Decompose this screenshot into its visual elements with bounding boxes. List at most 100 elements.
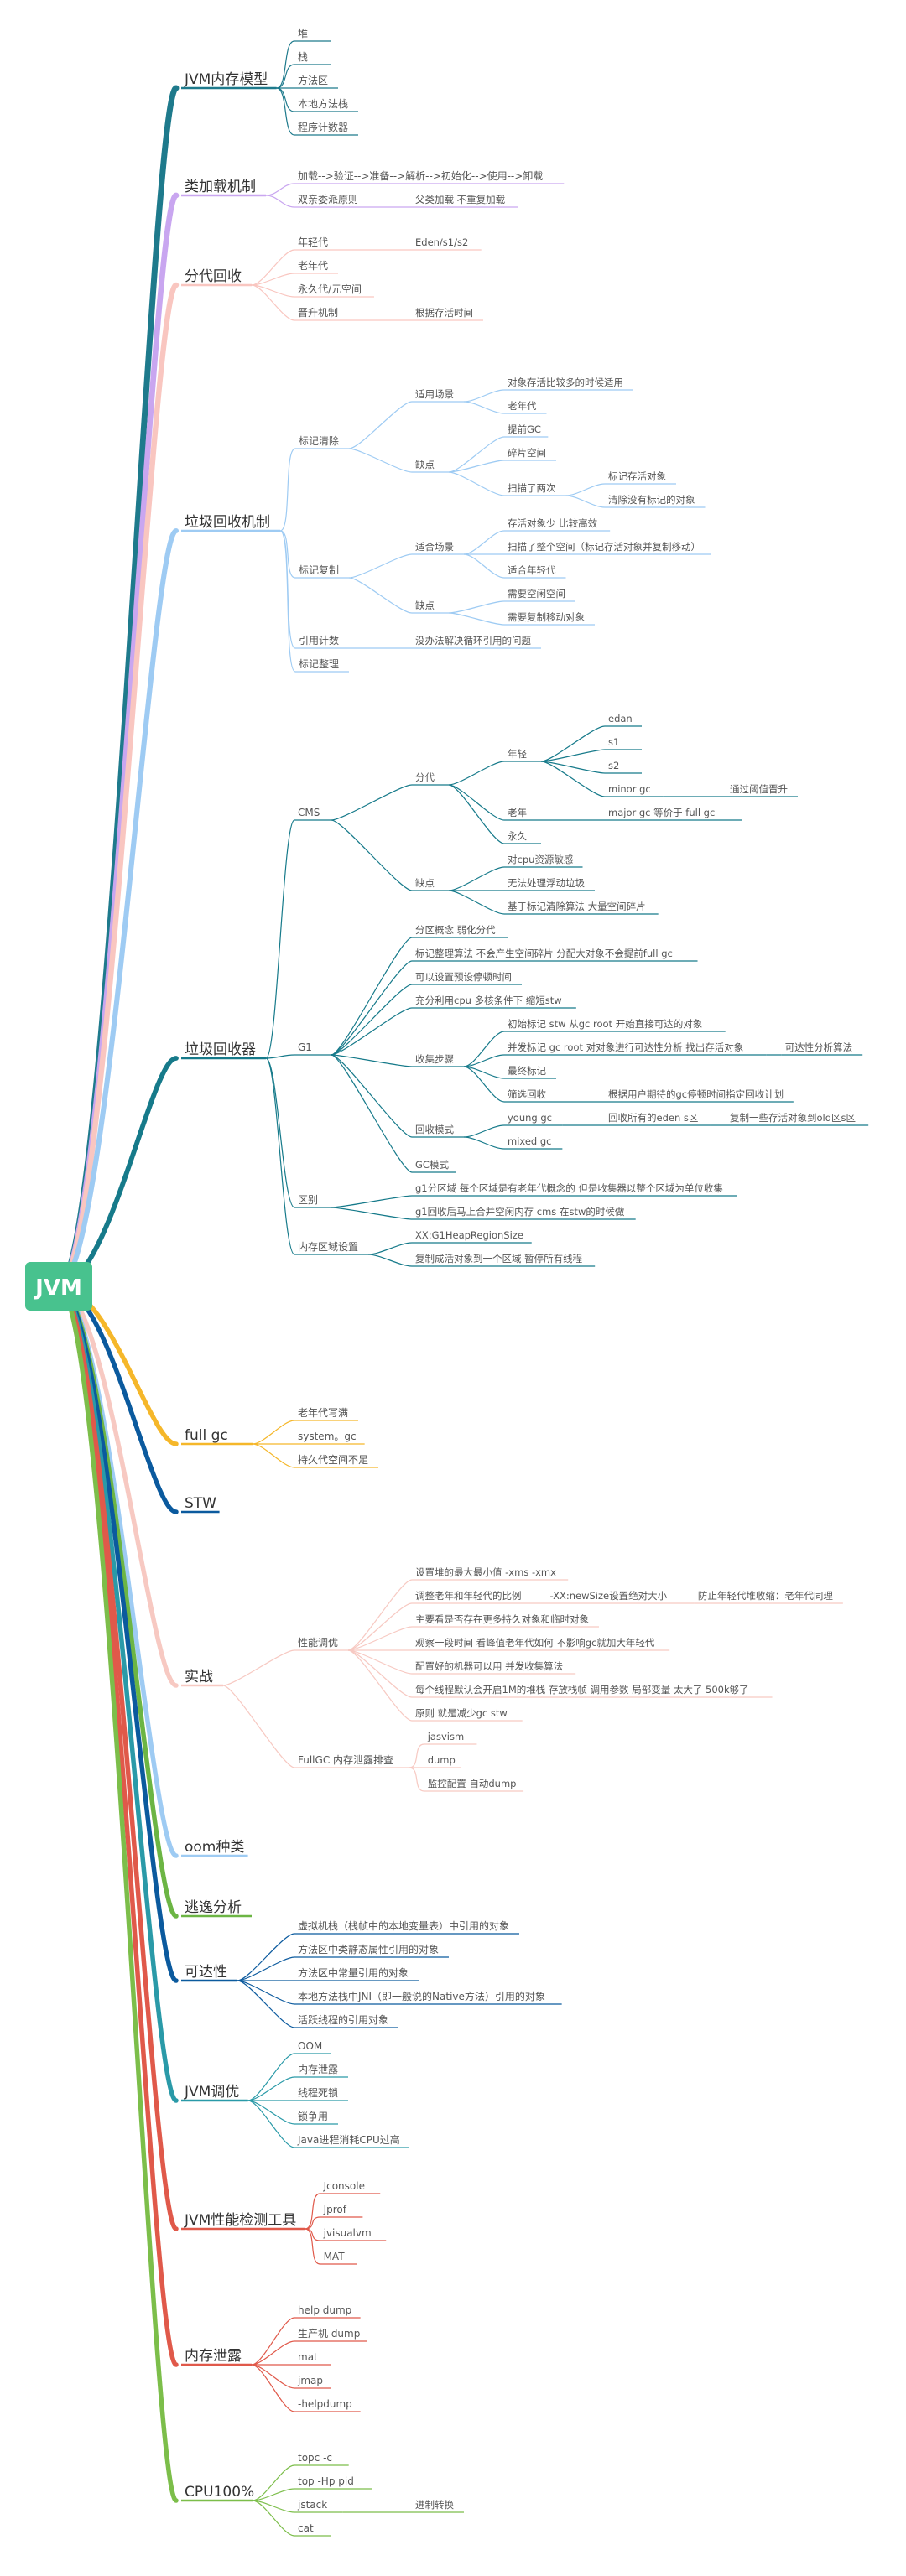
branch-label[interactable]: JVM内存模型 [184, 71, 268, 88]
node-label[interactable]: mixed gc [508, 1135, 552, 1147]
node-label[interactable]: major gc 等价于 full gc [608, 807, 715, 818]
branch-label[interactable]: CPU100% [185, 2484, 254, 2501]
node-label[interactable]: 适用场景 [415, 388, 454, 400]
node-label[interactable]: 充分利用cpu 多核条件下 缩短stw [415, 995, 562, 1006]
node-label[interactable]: 可以设置预设停顿时间 [415, 971, 512, 983]
node-label[interactable]: 老年 [508, 807, 527, 818]
node-label[interactable]: 堆 [298, 28, 308, 39]
node-label[interactable]: edan [608, 713, 633, 724]
node-label[interactable]: 方法区中类静态属性引用的对象 [298, 1943, 439, 1955]
node-label[interactable]: 虚拟机栈（栈帧中的本地变量表）中引用的对象 [298, 1919, 509, 1932]
branch-label[interactable]: 实战 [185, 1669, 213, 1685]
node-label[interactable]: 对cpu资源敏感 [508, 854, 573, 865]
branch-label[interactable]: 分代回收 [185, 268, 242, 285]
node-label[interactable]: top -Hp pid [298, 2475, 354, 2487]
node-label[interactable]: 适合年轻代 [508, 564, 556, 576]
branch-label[interactable]: oom种类 [185, 1839, 244, 1856]
node-label[interactable]: 筛选回收 [508, 1088, 546, 1100]
node-label[interactable]: jvisualvm [323, 2227, 372, 2239]
node-label[interactable]: 加载-->验证-->准备-->解析-->初始化-->使用-->卸载 [298, 169, 543, 182]
node-label[interactable]: 标记整理 [299, 657, 339, 670]
node-label[interactable]: 晋升机制 [298, 307, 338, 319]
node-label[interactable]: g1分区域 每个区域是有老年代概念的 但是收集器以整个区域为单位收集 [415, 1182, 723, 1194]
node-label[interactable]: 父类加载 不重复加载 [415, 194, 506, 205]
node-label[interactable]: 内存泄露 [298, 2064, 338, 2075]
node-label[interactable]: 进制转换 [415, 2499, 454, 2511]
node-label[interactable]: help dump [298, 2304, 351, 2316]
node-label[interactable]: 无法处理浮动垃圾 [508, 877, 585, 889]
node-label[interactable]: G1 [298, 1041, 312, 1053]
node-label[interactable]: system。gc [298, 1431, 357, 1442]
node-label[interactable]: 对象存活比较多的时候适用 [508, 377, 623, 388]
branch-label[interactable]: STW [185, 1495, 216, 1512]
node-label[interactable]: 分代 [415, 771, 435, 783]
node-label[interactable]: 可达性分析算法 [785, 1041, 853, 1053]
node-label[interactable]: -XX:newSize设置绝对大小 [550, 1590, 668, 1602]
node-label[interactable]: 锁争用 [298, 2110, 328, 2122]
node-label[interactable]: jmap [297, 2375, 323, 2386]
node-label[interactable]: CMS [298, 807, 320, 818]
node-label[interactable]: 最终标记 [508, 1065, 546, 1077]
node-label[interactable]: 根据用户期待的gc停顿时间指定回收计划 [608, 1088, 784, 1100]
node-label[interactable]: OOM [298, 2040, 322, 2052]
node-label[interactable]: 双亲委派原则 [298, 194, 358, 205]
node-label[interactable]: 复制一些存活对象到old区s区 [730, 1112, 856, 1124]
node-label[interactable]: 监控配置 自动dump [428, 1778, 517, 1789]
node-label[interactable]: 收集步骤 [415, 1053, 454, 1065]
node-label[interactable]: dump [428, 1754, 456, 1766]
node-label[interactable]: MAT [324, 2251, 346, 2262]
branch-label[interactable]: 类加载机制 [185, 179, 256, 195]
node-label[interactable]: jasvism [427, 1731, 464, 1742]
node-label[interactable]: 标记复制 [299, 564, 339, 576]
branch-label[interactable]: 逃逸分析 [185, 1899, 242, 1916]
node-label[interactable]: 缺点 [415, 459, 435, 470]
node-label[interactable]: 标记清除 [299, 434, 339, 447]
node-label[interactable]: 碎片空间 [508, 447, 546, 459]
node-label[interactable]: Jconsole [323, 2180, 365, 2192]
node-label[interactable]: s2 [608, 760, 619, 771]
node-label[interactable]: 扫描了两次 [508, 482, 556, 494]
node-label[interactable]: 区别 [298, 1194, 318, 1206]
node-label[interactable]: 本地方法栈 [298, 97, 348, 110]
node-label[interactable]: 适合场景 [415, 541, 454, 553]
node-label[interactable]: Eden/s1/s2 [415, 236, 468, 248]
node-label[interactable]: XX:G1HeapRegionSize [415, 1229, 523, 1241]
node-label[interactable]: FullGC 内存泄露排查 [298, 1754, 393, 1766]
node-label[interactable]: 本地方法栈中JNI（即一般说的Native方法）引用的对象 [298, 1990, 545, 2002]
node-label[interactable]: 内存区域设置 [298, 1241, 358, 1253]
node-label[interactable]: 引用计数 [299, 634, 339, 647]
node-label[interactable]: 分区概念 弱化分代 [415, 924, 496, 936]
node-label[interactable]: 年轻代 [298, 236, 328, 248]
node-label[interactable]: 根据存活时间 [415, 307, 473, 319]
node-label[interactable]: -helpdump [298, 2398, 352, 2410]
node-label[interactable]: 需要空闲空间 [508, 588, 565, 600]
node-label[interactable]: g1回收后马上合并空闲内存 cms 在stw的时候做 [415, 1206, 625, 1218]
node-label[interactable]: 方法区 [298, 74, 328, 86]
node-label[interactable]: s1 [608, 736, 619, 748]
node-label[interactable]: 并发标记 gc root 对对象进行可达性分析 找出存活对象 [508, 1041, 743, 1053]
root-node-box[interactable] [25, 1262, 92, 1311]
node-label[interactable]: minor gc [608, 783, 651, 795]
node-label[interactable]: 老年代写满 [298, 1407, 348, 1419]
node-label[interactable]: 没办法解决循环引用的问题 [415, 635, 531, 647]
node-label[interactable]: cat [298, 2522, 314, 2534]
node-label[interactable]: 持久代空间不足 [298, 1453, 368, 1466]
branch-label[interactable]: 垃圾回收机制 [185, 514, 270, 531]
node-label[interactable]: 通过阈值晋升 [730, 783, 788, 795]
node-label[interactable]: Java进程消耗CPU过高 [297, 2133, 400, 2146]
node-label[interactable]: 永久 [508, 830, 527, 842]
node-label[interactable]: mat [298, 2351, 318, 2363]
node-label[interactable]: 标记整理算法 不会产生空间碎片 分配大对象不会提前full gc [415, 948, 673, 959]
branch-label[interactable]: full gc [185, 1427, 228, 1444]
node-label[interactable]: jstack [297, 2499, 327, 2511]
node-label[interactable]: 提前GC [508, 423, 541, 435]
branch-label[interactable]: JVM调优 [184, 2084, 239, 2101]
node-label[interactable]: 老年代 [298, 260, 328, 272]
branch-label[interactable]: 内存泄露 [185, 2348, 242, 2365]
node-label[interactable]: 复制成活对象到一个区域 暂停所有线程 [415, 1253, 583, 1265]
node-label[interactable]: 老年代 [508, 400, 537, 412]
node-label[interactable]: 存活对象少 比较高效 [508, 517, 598, 529]
node-label[interactable]: 永久代/元空间 [298, 283, 362, 295]
node-label[interactable]: 缺点 [415, 600, 435, 611]
node-label[interactable]: 性能调优 [298, 1637, 338, 1649]
